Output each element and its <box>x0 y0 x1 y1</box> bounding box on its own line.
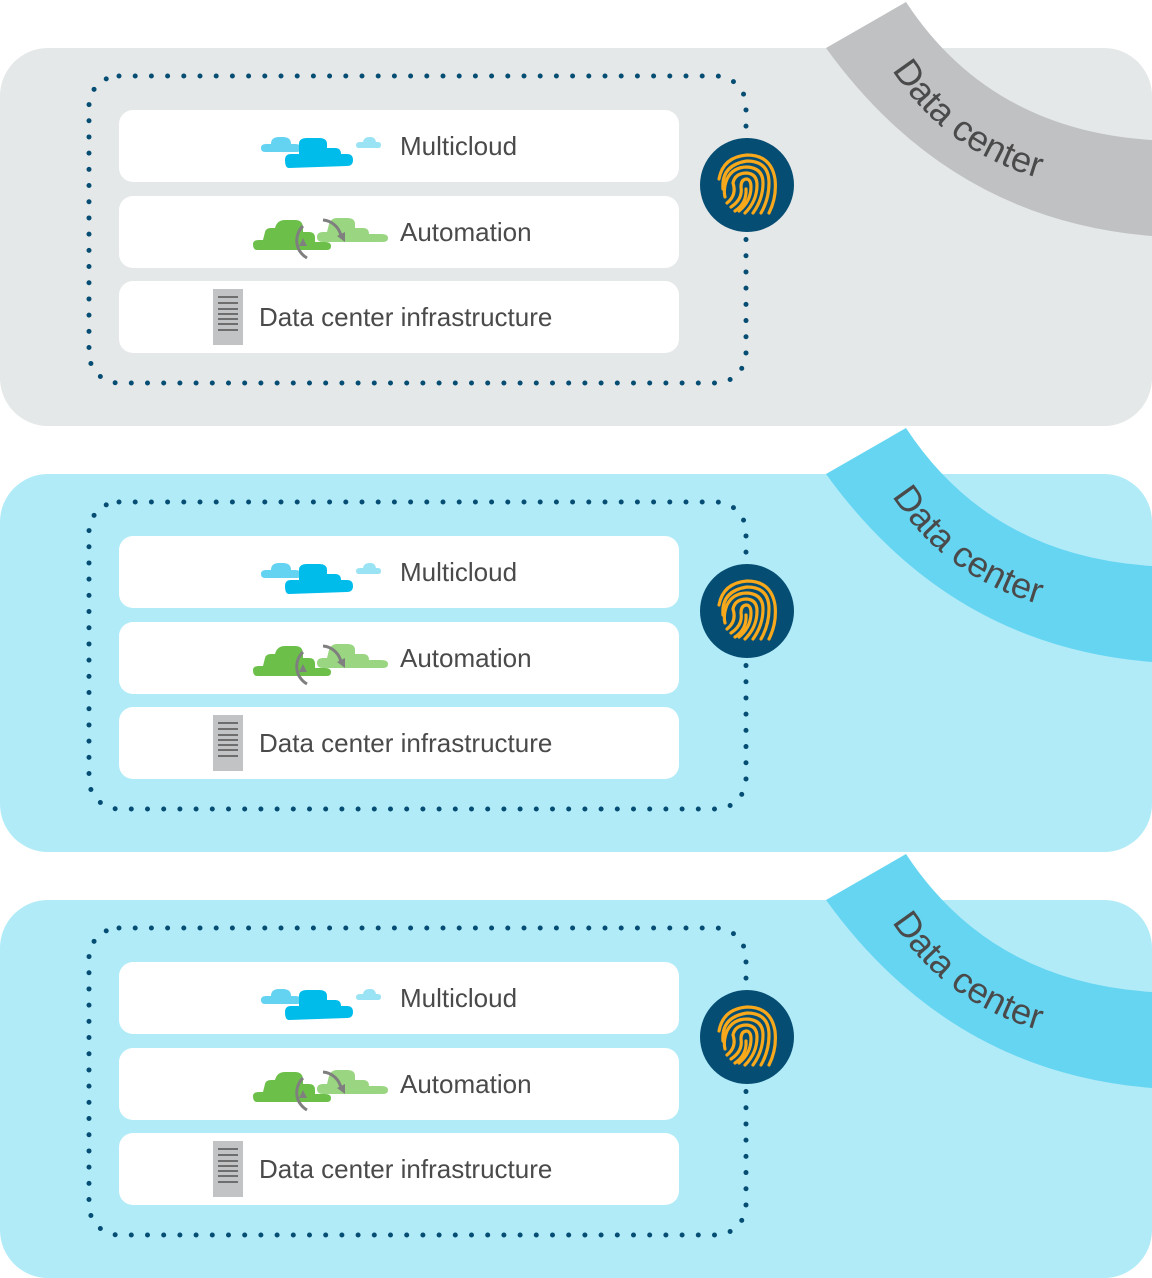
row-label: Multicloud <box>400 131 518 161</box>
row-label: Data center infrastructure <box>259 728 553 758</box>
row-label: Multicloud <box>400 983 518 1013</box>
multicloud-row: Multicloud <box>119 536 679 608</box>
data-center-panel-1: Data center Multicloud Automation <box>0 0 1152 426</box>
row-label: Data center infrastructure <box>259 302 553 332</box>
multicloud-row: Multicloud <box>119 110 679 182</box>
row-label: Multicloud <box>400 557 518 587</box>
multicloud-row: Multicloud <box>119 962 679 1034</box>
automation-row: Automation <box>119 196 679 268</box>
fingerprint-icon <box>700 564 794 658</box>
data-center-panel-2: Data center Multicloud Automation <box>0 426 1152 852</box>
fingerprint-icon <box>700 990 794 1084</box>
infrastructure-row: Data center infrastructure <box>119 281 679 353</box>
automation-row: Automation <box>119 622 679 694</box>
automation-icon <box>253 644 388 686</box>
infrastructure-row: Data center infrastructure <box>119 1133 679 1205</box>
data-center-band <box>826 2 1152 236</box>
automation-icon <box>253 1070 388 1112</box>
fingerprint-icon <box>700 138 794 232</box>
infrastructure-row: Data center infrastructure <box>119 707 679 779</box>
multicloud-icon <box>261 563 381 594</box>
row-label: Data center infrastructure <box>259 1154 553 1184</box>
server-rack-icon <box>213 1141 243 1197</box>
server-rack-icon <box>213 289 243 345</box>
row-label: Automation <box>400 1069 532 1099</box>
automation-row: Automation <box>119 1048 679 1120</box>
multicloud-icon <box>261 989 381 1020</box>
data-center-band <box>826 428 1152 662</box>
row-label: Automation <box>400 217 532 247</box>
multicloud-icon <box>261 137 381 168</box>
data-center-band <box>826 854 1152 1088</box>
row-label: Automation <box>400 643 532 673</box>
automation-icon <box>253 218 388 260</box>
data-center-panel-3: Data center Multicloud Automation <box>0 852 1152 1278</box>
server-rack-icon <box>213 715 243 771</box>
